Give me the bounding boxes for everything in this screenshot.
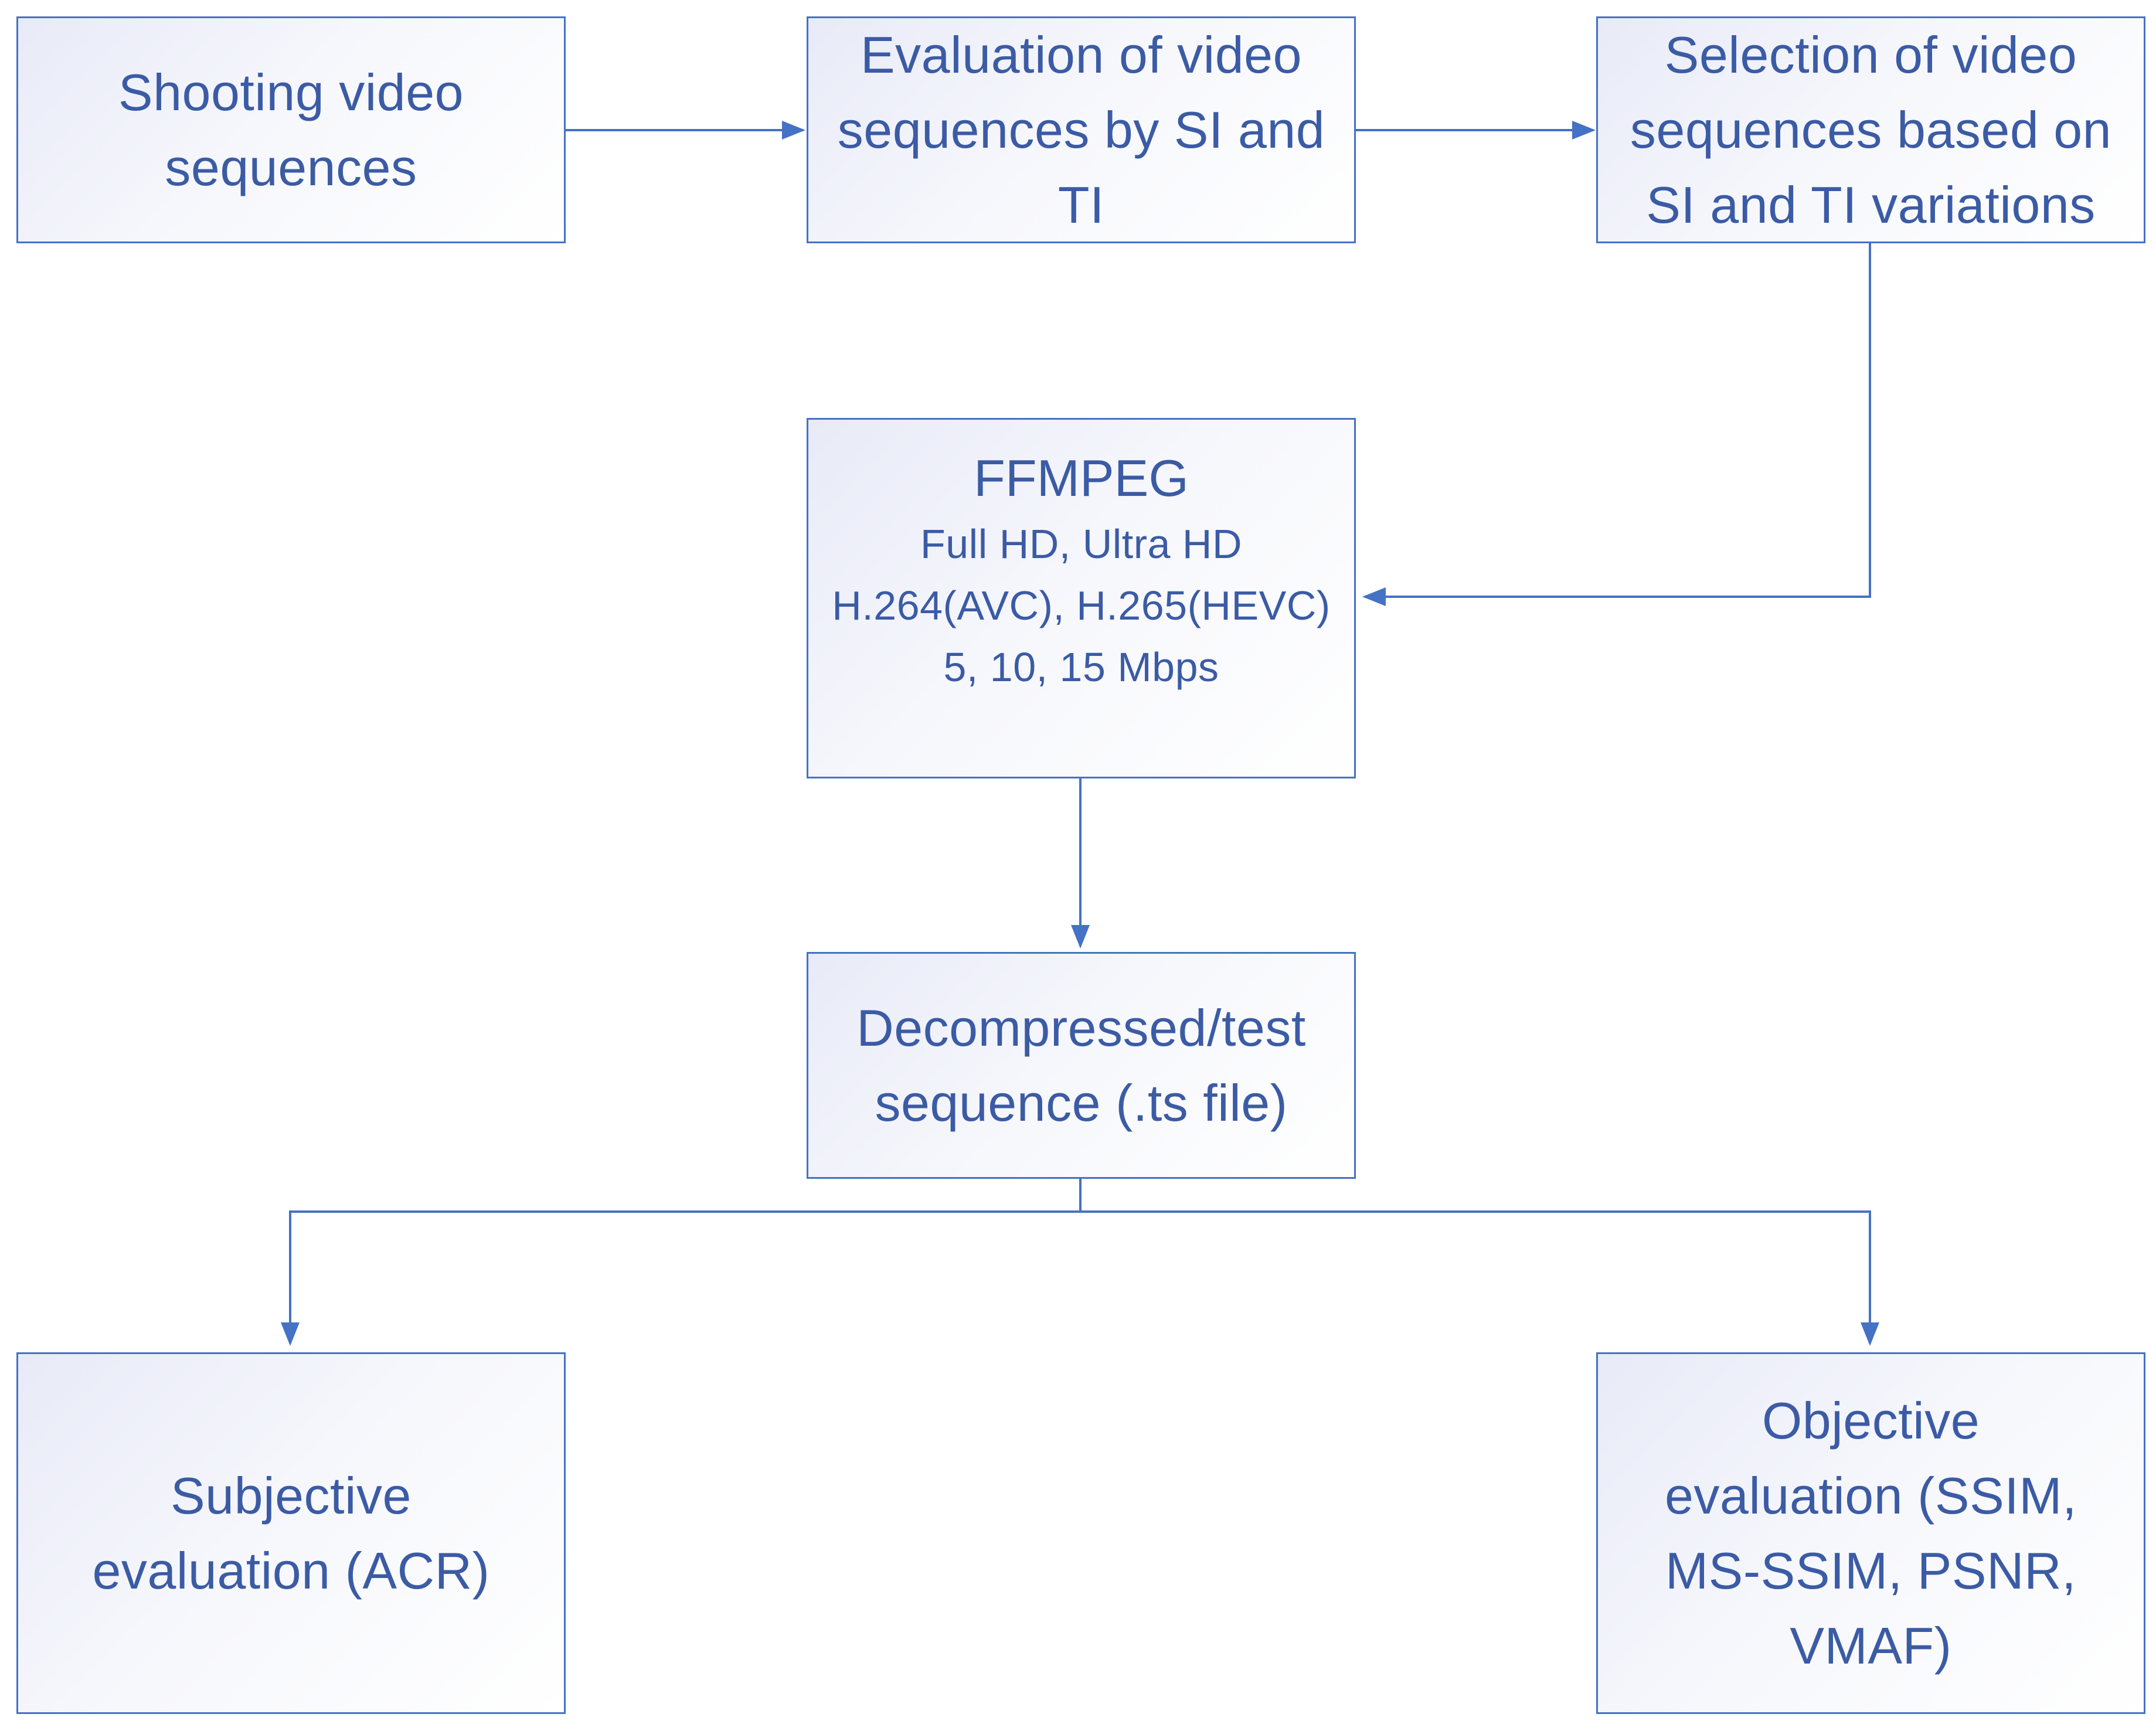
node-ffmpeg: FFMPEG Full HD, Ultra HD H.264(AVC), H.2… (807, 418, 1356, 778)
node-ffmpeg-codecs: H.264(AVC), H.265(HEVC) (832, 583, 1331, 628)
node-ffmpeg-resolutions: Full HD, Ultra HD (920, 521, 1243, 567)
node-shooting-label: Shooting video sequences (118, 63, 464, 196)
node-selection-si-ti: Selection of video sequences based on SI… (1596, 16, 2145, 243)
node-evaluation-si-ti: Evaluation of video sequences by SI and … (807, 16, 1356, 243)
node-ffmpeg-bitrates: 5, 10, 15 Mbps (943, 644, 1219, 690)
node-objective-label: Objective evaluation (SSIM, MS-SSIM, PSN… (1664, 1391, 2077, 1675)
node-decompressed-test-sequence: Decompressed/test sequence (.ts file) (807, 952, 1356, 1179)
arrow-selection-to-ffmpeg (1362, 243, 1871, 606)
node-objective-evaluation: Objective evaluation (SSIM, MS-SSIM, PSN… (1596, 1352, 2145, 1714)
arrow-decompressed-to-subjective (281, 1179, 1082, 1346)
node-selection-label: Selection of video sequences based on SI… (1630, 25, 2112, 234)
arrow-decompressed-to-objective (1080, 1210, 1879, 1346)
node-decompressed-label: Decompressed/test sequence (.ts file) (856, 998, 1306, 1132)
node-shooting-video-sequences: Shooting video sequences (16, 16, 566, 243)
node-subjective-label: Subjective evaluation (ACR) (92, 1466, 490, 1600)
node-ffmpeg-title: FFMPEG (974, 449, 1189, 507)
node-subjective-evaluation: Subjective evaluation (ACR) (16, 1352, 566, 1714)
node-evaluation-label: Evaluation of video sequences by SI and … (837, 25, 1325, 234)
